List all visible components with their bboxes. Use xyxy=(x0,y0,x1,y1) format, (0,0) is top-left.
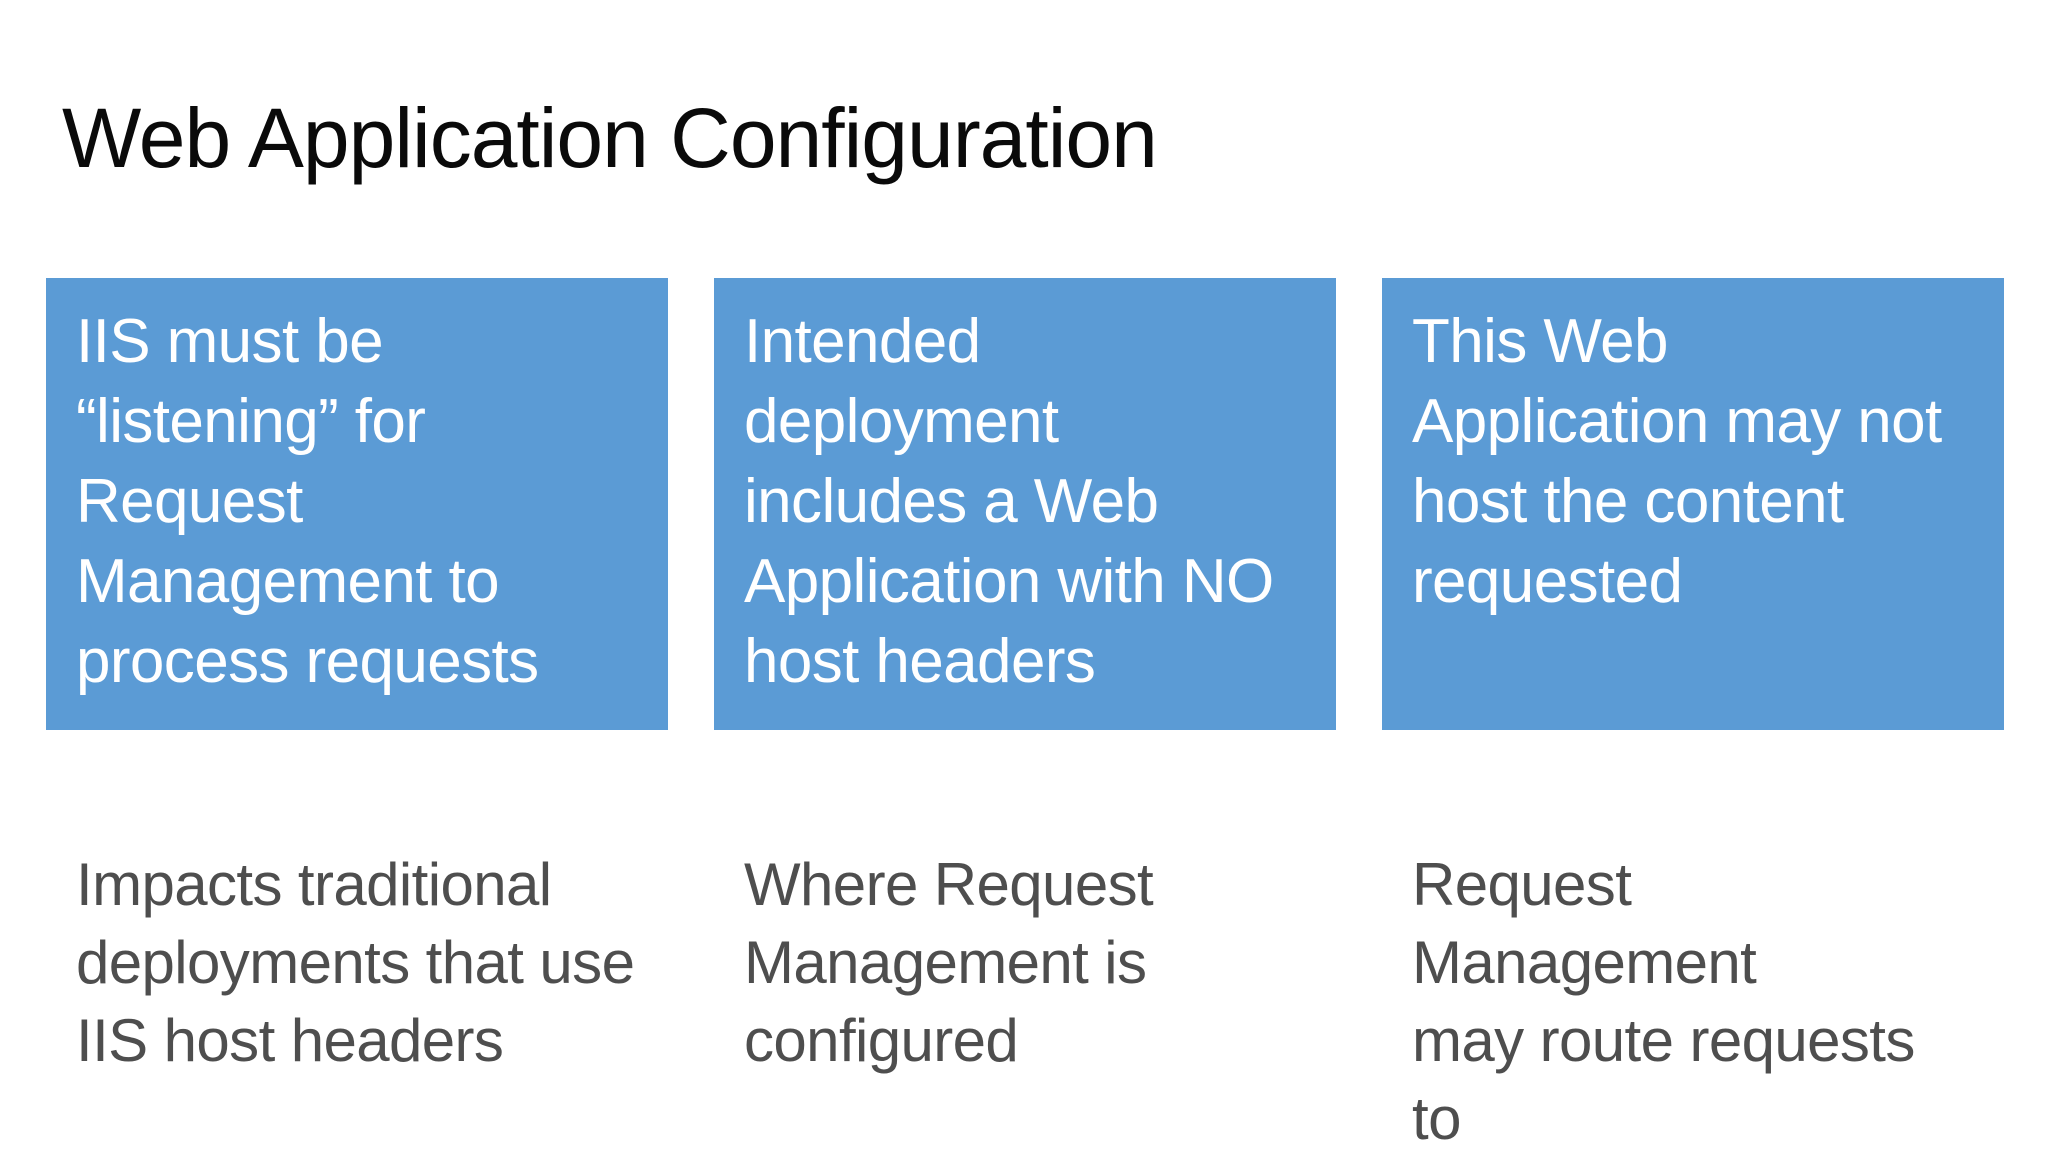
column-1-body: Impacts traditional deployments that use… xyxy=(46,768,668,1152)
column-2-header-box: Intended deployment includes a Web Appli… xyxy=(714,278,1336,730)
column-iis-listening: IIS must be “listening” for Request Mana… xyxy=(46,278,668,1152)
column-may-not-host-content: This Web Application may not host the co… xyxy=(1382,278,2004,1152)
column-1-body-paragraph: Impacts traditional deployments that use… xyxy=(76,851,635,1074)
column-3-body: Request Management may route requests to… xyxy=(1382,768,2004,1152)
slide-title: Web Application Configuration xyxy=(62,91,1158,185)
column-3-header-box: This Web Application may not host the co… xyxy=(1382,278,2004,730)
column-2-body: Where Request Management is configured P… xyxy=(714,768,1336,1152)
column-1-header-box: IIS must be “listening” for Request Mana… xyxy=(46,278,668,730)
column-2-body-paragraph: Where Request Management is configured xyxy=(744,851,1154,1074)
column-3-body-paragraph: Request Management may route requests to… xyxy=(1412,851,1915,1152)
column-no-host-headers: Intended deployment includes a Web Appli… xyxy=(714,278,1336,1152)
